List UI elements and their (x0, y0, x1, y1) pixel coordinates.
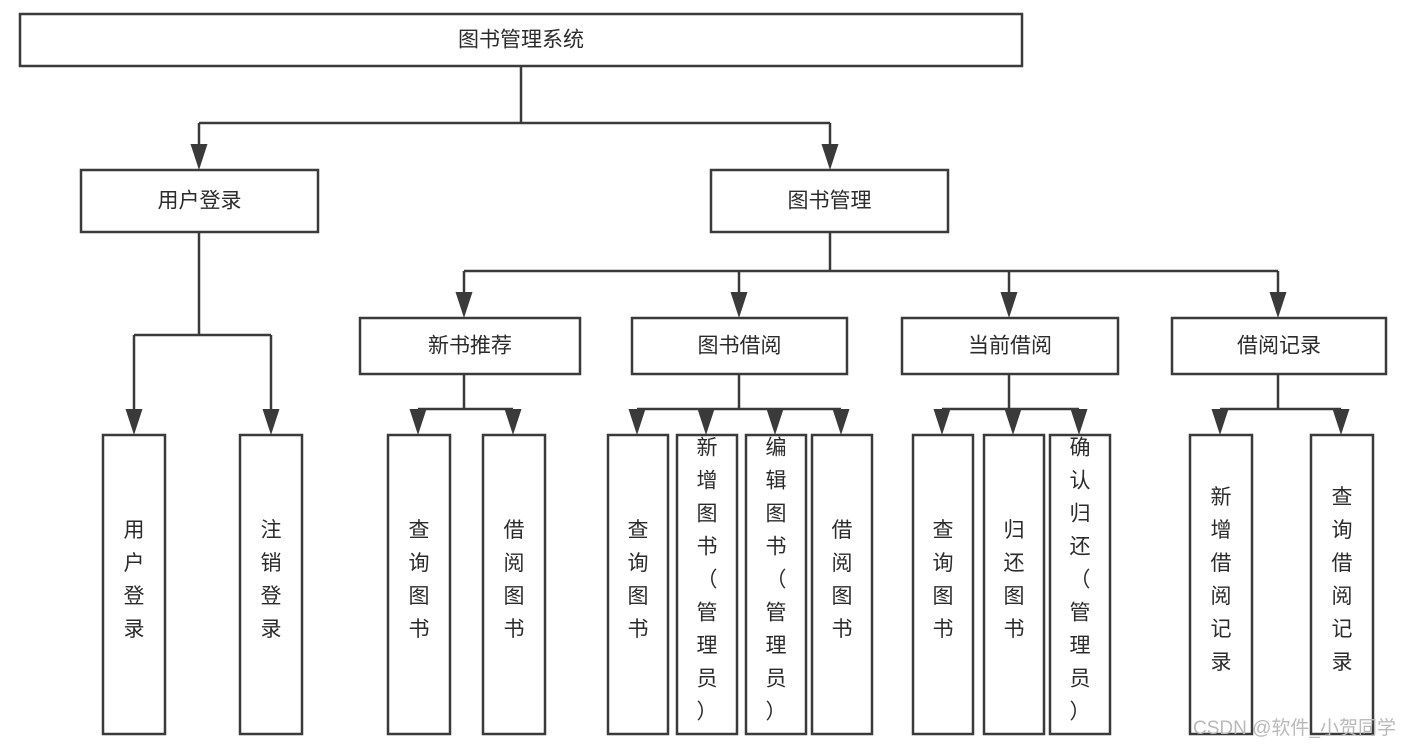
node-leaf-user-login[interactable]: 用户登录 (101, 433, 167, 736)
node-leaf-query-borrow-record[interactable]: 查询借阅记录 (1309, 433, 1375, 736)
node-leaf-borrow-book-recommend-label: 借阅图书 (504, 519, 525, 641)
user-login-branch-1-arrowhead (262, 409, 280, 435)
node-leaf-borrow-book-recommend[interactable]: 借阅图书 (481, 433, 547, 736)
node-new-book-recommend-box[interactable] (358, 316, 582, 376)
node-leaf-query-book-borrow[interactable]: 查询图书 (606, 433, 670, 736)
node-leaf-user-login-label: 用户登录 (124, 519, 145, 641)
group-3-branch-1-arrowhead (1332, 409, 1350, 435)
book-mgmt-branch-1-arrowhead (730, 292, 748, 318)
node-current-borrow-box[interactable] (900, 316, 1120, 376)
node-new-book-recommend-label: 新书推荐 (428, 335, 512, 358)
node-leaf-return-book-label: 归还图书 (1004, 519, 1025, 641)
node-new-book-recommend[interactable]: 新书推荐 (358, 316, 582, 376)
connector-layer (125, 66, 1350, 435)
user-login-branch-0-arrowhead (125, 409, 143, 435)
group-1-branch-0-arrowhead (628, 409, 646, 435)
group-1-branch-2-arrowhead (766, 409, 784, 435)
group-3-branch-0-arrowhead (1211, 409, 1229, 435)
node-layer: 图书管理系统用户登录图书管理新书推荐图书借阅当前借阅借阅记录用户登录注销登录查询… (18, 12, 1388, 736)
group-2-branch-2-arrowhead (1070, 409, 1088, 435)
node-leaf-borrow-book-box[interactable] (810, 433, 874, 736)
node-leaf-logout-label: 注销登录 (261, 519, 282, 641)
node-leaf-add-borrow-record-box[interactable] (1188, 433, 1254, 736)
node-leaf-edit-book-admin[interactable]: 编辑图书（管理员） (744, 433, 808, 736)
node-leaf-query-book-recommend-label: 查询图书 (409, 519, 430, 641)
node-current-borrow[interactable]: 当前借阅 (900, 316, 1120, 376)
node-leaf-logout[interactable]: 注销登录 (238, 433, 304, 736)
node-borrow-record-box[interactable] (1170, 316, 1388, 376)
group-1-branch-3-arrowhead (832, 409, 850, 435)
node-borrow-record-label: 借阅记录 (1237, 335, 1321, 358)
node-root-system[interactable]: 图书管理系统 (18, 12, 1024, 68)
node-book-management[interactable]: 图书管理 (709, 168, 950, 234)
node-book-borrow-box[interactable] (630, 316, 849, 376)
node-leaf-edit-book-admin-box[interactable] (744, 433, 808, 736)
node-leaf-query-borrow-record-box[interactable] (1309, 433, 1375, 736)
node-root-system-label: 图书管理系统 (458, 29, 584, 52)
node-leaf-borrow-book-recommend-box[interactable] (481, 433, 547, 736)
node-leaf-borrow-book-label: 借阅图书 (832, 519, 853, 641)
node-leaf-add-book-admin-box[interactable] (675, 433, 739, 736)
node-book-borrow-label: 图书借阅 (698, 335, 782, 358)
node-leaf-query-book-borrow-label: 查询图书 (628, 519, 649, 641)
group-1-branch-1-arrowhead (697, 409, 715, 435)
node-leaf-query-borrow-record-label: 查询借阅记录 (1332, 486, 1353, 674)
node-leaf-query-book-current-box[interactable] (911, 433, 975, 736)
node-leaf-confirm-return-admin-box[interactable] (1048, 433, 1112, 736)
group-0-branch-1-arrowhead (504, 409, 522, 435)
node-book-borrow[interactable]: 图书借阅 (630, 316, 849, 376)
group-2-branch-0-arrowhead (933, 409, 951, 435)
node-leaf-query-book-recommend-box[interactable] (386, 433, 452, 736)
root-branch-0-arrowhead (190, 144, 208, 170)
node-borrow-record[interactable]: 借阅记录 (1170, 316, 1388, 376)
node-leaf-confirm-return-admin[interactable]: 确认归还（管理员） (1048, 433, 1112, 736)
node-leaf-query-book-current-label: 查询图书 (933, 519, 954, 641)
node-leaf-query-book-current[interactable]: 查询图书 (911, 433, 975, 736)
node-leaf-add-borrow-record-label: 新增借阅记录 (1211, 486, 1232, 674)
root-branch-1-arrowhead (821, 144, 839, 170)
node-root-system-box[interactable] (18, 12, 1024, 68)
node-book-management-box[interactable] (709, 168, 950, 234)
node-user-login-box[interactable] (79, 168, 320, 234)
node-leaf-query-book-recommend[interactable]: 查询图书 (386, 433, 452, 736)
group-0-branch-0-arrowhead (409, 409, 427, 435)
node-leaf-add-borrow-record[interactable]: 新增借阅记录 (1188, 433, 1254, 736)
book-mgmt-branch-2-arrowhead (1000, 292, 1018, 318)
node-leaf-add-book-admin[interactable]: 新增图书（管理员） (675, 433, 739, 736)
node-leaf-user-login-box[interactable] (101, 433, 167, 736)
node-leaf-logout-box[interactable] (238, 433, 304, 736)
book-mgmt-branch-3-arrowhead (1269, 292, 1287, 318)
node-leaf-edit-book-admin-label: 编辑图书（管理员） (766, 437, 787, 724)
node-leaf-confirm-return-admin-label: 确认归还（管理员） (1070, 437, 1091, 724)
node-book-management-label: 图书管理 (788, 190, 872, 213)
node-leaf-return-book[interactable]: 归还图书 (982, 433, 1046, 736)
node-leaf-borrow-book[interactable]: 借阅图书 (810, 433, 874, 736)
node-leaf-query-book-borrow-box[interactable] (606, 433, 670, 736)
csdn-watermark: CSDN @软件_小贺同学 (1193, 717, 1396, 739)
node-leaf-return-book-box[interactable] (982, 433, 1046, 736)
node-user-login[interactable]: 用户登录 (79, 168, 320, 234)
node-leaf-add-book-admin-label: 新增图书（管理员） (697, 437, 718, 724)
node-user-login-label: 用户登录 (158, 190, 242, 213)
book-mgmt-branch-0-arrowhead (455, 292, 473, 318)
group-2-branch-1-arrowhead (1004, 409, 1022, 435)
node-current-borrow-label: 当前借阅 (968, 335, 1052, 358)
